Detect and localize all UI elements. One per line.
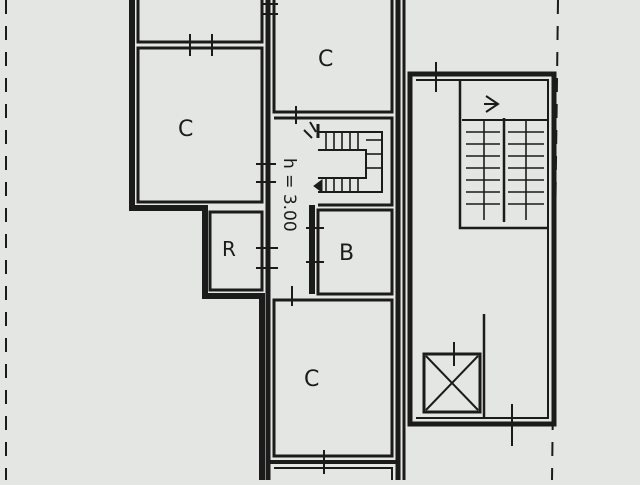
right-block-inner-wall: [416, 79, 549, 419]
stair-arrow-head: [313, 179, 323, 193]
room-label-b: B: [339, 241, 354, 266]
right-staircase: [462, 95, 548, 222]
lift-cross-line: [425, 355, 479, 411]
stair-marks: [303, 121, 317, 139]
stair-height-label: h = 3.00: [279, 158, 299, 232]
lift-shaft-box: [422, 352, 482, 414]
room-r-walls: [208, 210, 264, 292]
right-block-partition: [458, 80, 548, 230]
walls: [129, 0, 557, 480]
outer-wall-left: [129, 0, 265, 480]
top-left-room-wall: [136, 0, 264, 44]
central-staircase: [303, 121, 383, 193]
room-b-walls: [316, 208, 394, 296]
room-label-cellar-bottom: C: [304, 367, 319, 392]
lift-shaft: [422, 342, 482, 414]
opening-marks: [189, 3, 513, 474]
stair-box-walls: [274, 116, 394, 207]
cellar-bottom-walls: [272, 298, 394, 458]
cellar-top-right-walls: [272, 0, 394, 114]
cellar-left-walls: [136, 46, 264, 204]
right-block-outer-wall: [407, 71, 557, 427]
room-label-r: R: [222, 237, 236, 261]
stair-treads: [325, 132, 382, 192]
room-label-cellar-left: C: [178, 117, 193, 142]
room-label-cellar-top-right: C: [318, 47, 333, 72]
lower-room-wall: [274, 467, 393, 480]
right-stair-treads: [466, 120, 544, 220]
